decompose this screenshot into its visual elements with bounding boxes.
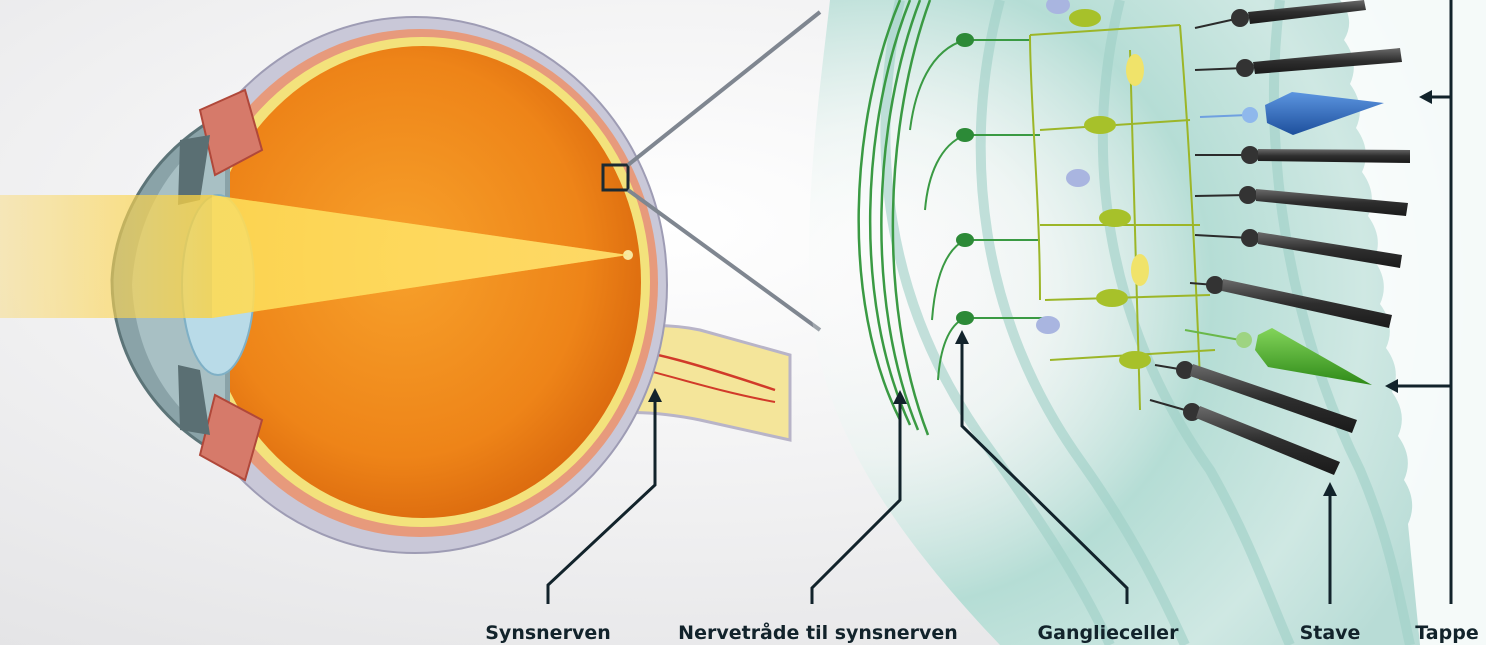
label-cones: Tappe [1415, 622, 1478, 644]
ganglion-cell [956, 128, 974, 142]
ganglion-cell [956, 311, 974, 325]
label-nerve-fibers: Nervetråde til synsnerven [678, 622, 958, 644]
label-rods: Stave [1300, 622, 1361, 644]
ganglion-cell [956, 33, 974, 47]
label-optic-nerve: Synsnerven [485, 622, 611, 644]
ganglion-cell [956, 233, 974, 247]
label-ganglion-cells: Ganglieceller [1038, 622, 1179, 644]
